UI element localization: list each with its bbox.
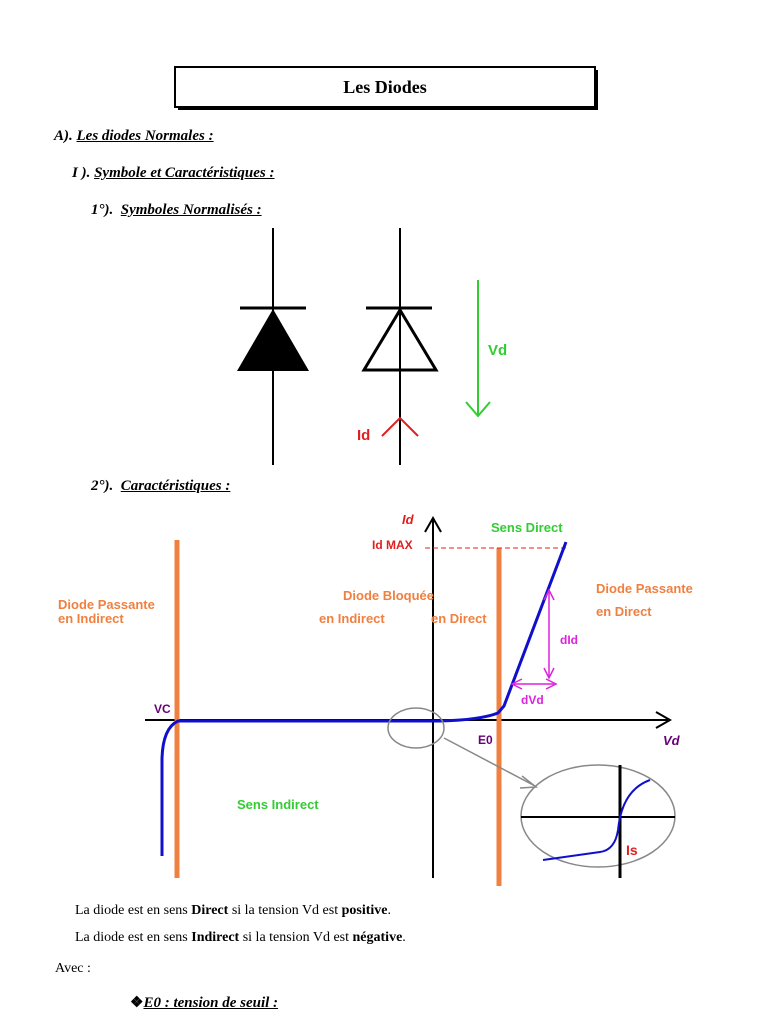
id-axis-arrow-icon [424, 515, 442, 533]
id-arrow-icon [381, 416, 419, 437]
text-line-direct-a: La diode est en sens [75, 903, 192, 918]
passante-indirect-line2: en Indirect [58, 611, 124, 626]
sens-indirect-label: Sens Indirect [237, 797, 319, 812]
text-line-indirect-b: Indirect [191, 930, 240, 945]
vd-voltage-label: Vd [488, 342, 507, 359]
e0-definition-text: E0 : tension de seuil : [143, 995, 279, 1011]
text-line-direct-e: . [387, 903, 392, 918]
vd-axis-arrow-icon [655, 711, 673, 729]
zoom-pointer-line [443, 737, 536, 787]
did-arrow-bottom-icon [543, 667, 555, 680]
passante-direct-line2: en Direct [596, 604, 652, 619]
diode-filled-triangle [237, 309, 309, 371]
dvd-arrow-right-icon [545, 678, 558, 690]
zoom-pointer-arrow-icon [519, 775, 539, 789]
text-line-direct-d: positive [341, 903, 388, 918]
heading-1-text: Symboles Normalisés : [120, 202, 262, 218]
id-axis-label: Id [402, 512, 415, 527]
vc-label: VC [154, 702, 171, 716]
heading-a: A). Les diodes Normales : [54, 128, 214, 145]
passante-indirect-line1: Diode Passante [58, 597, 155, 612]
e0-definition-heading: ❖E0 : tension de seuil : [130, 993, 278, 1012]
heading-2: 2°). Caractéristiques : [91, 478, 230, 495]
bloquee-line1: Diode Bloquée [343, 588, 434, 603]
text-line-indirect: La diode est en sens Indirect si la tens… [75, 930, 406, 946]
heading-1-number: 1°). [91, 202, 114, 218]
text-avec: Avec : [55, 961, 91, 976]
diamond-bullet-icon: ❖ [130, 995, 144, 1011]
text-line-direct-c: si la tension Vd est [228, 903, 342, 918]
id-max-label: Id MAX [372, 538, 413, 552]
did-label: dId [560, 633, 578, 647]
heading-2-number: 2°). [91, 478, 114, 494]
heading-a-number: A). [54, 128, 73, 144]
page-title-text: Les Diodes [343, 76, 427, 97]
passante-direct-line1: Diode Passante [596, 581, 693, 596]
zoom-source-ellipse [387, 707, 445, 749]
text-line-indirect-e: . [402, 930, 406, 945]
zoom-curve [542, 779, 651, 861]
vd-arrow-icon [465, 401, 491, 418]
heading-i-number: I ). [72, 165, 91, 181]
text-line-direct-b: Direct [191, 903, 229, 918]
sens-direct-label: Sens Direct [491, 520, 563, 535]
text-line-indirect-d: négative [352, 930, 403, 945]
e0-label: E0 [478, 733, 493, 747]
dvd-label: dVd [521, 693, 544, 707]
text-line-indirect-c: si la tension Vd est [239, 930, 353, 945]
page-title: Les Diodes [174, 66, 596, 108]
vd-axis-label: Vd [663, 733, 681, 748]
zoom-detail-ellipse [520, 764, 676, 868]
heading-2-text: Caractéristiques : [120, 478, 231, 494]
heading-i: I ). Symbole et Caractéristiques : [72, 165, 275, 182]
heading-1: 1°). Symboles Normalisés : [91, 202, 262, 219]
heading-a-text: Les diodes Normales : [76, 128, 214, 144]
diode-outline-triangle [361, 307, 439, 372]
bloquee-direct: en Direct [431, 611, 487, 626]
characteristic-curve [160, 541, 568, 856]
bloquee-indirect: en Indirect [319, 611, 385, 626]
did-arrow-top-icon [543, 588, 555, 601]
text-line-indirect-a: La diode est en sens [75, 930, 192, 945]
id-current-label: Id [357, 427, 370, 444]
is-label: Is [626, 842, 638, 858]
text-line-direct: La diode est en sens Direct si la tensio… [75, 903, 391, 919]
dvd-arrow-left-icon [510, 678, 523, 690]
heading-i-text: Symbole et Caractéristiques : [94, 165, 275, 181]
